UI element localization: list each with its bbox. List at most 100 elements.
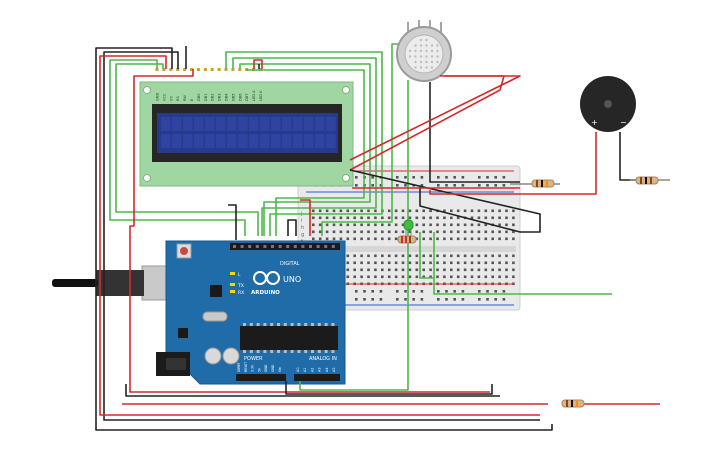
rail-hole[interactable] xyxy=(420,184,424,187)
breadboard-hole[interactable] xyxy=(353,223,356,227)
rail-hole[interactable] xyxy=(412,298,415,301)
breadboard-hole[interactable] xyxy=(505,237,508,241)
breadboard-hole[interactable] xyxy=(374,275,377,279)
lcd-pin[interactable] xyxy=(196,68,200,71)
rail-hole[interactable] xyxy=(371,176,374,179)
breadboard-hole[interactable] xyxy=(387,237,391,241)
breadboard-hole[interactable] xyxy=(394,275,398,279)
rail-hole[interactable] xyxy=(437,298,440,301)
breadboard-hole[interactable] xyxy=(436,275,439,279)
breadboard-hole[interactable] xyxy=(470,223,474,227)
digital-pin[interactable] xyxy=(233,245,236,248)
breadboard-hole[interactable] xyxy=(470,268,474,272)
breadboard-hole[interactable] xyxy=(367,216,370,220)
breadboard-hole[interactable] xyxy=(498,275,501,279)
resistor-bottom[interactable] xyxy=(561,399,585,408)
wire-red-lcd-2[interactable] xyxy=(99,55,540,416)
breadboard-hole[interactable] xyxy=(456,275,460,279)
breadboard-hole[interactable] xyxy=(505,230,508,234)
breadboard-hole[interactable] xyxy=(360,254,363,258)
digital-pin[interactable] xyxy=(309,245,312,248)
rail-hole[interactable] xyxy=(478,290,481,293)
digital-pin[interactable] xyxy=(278,245,282,248)
digital-pin[interactable] xyxy=(271,245,274,248)
breadboard-hole[interactable] xyxy=(512,275,515,279)
breadboard-hole[interactable] xyxy=(325,209,329,213)
breadboard-hole[interactable] xyxy=(477,230,481,234)
breadboard-hole[interactable] xyxy=(512,254,515,258)
breadboard-hole[interactable] xyxy=(415,216,419,220)
rail-hole[interactable] xyxy=(445,176,448,179)
lcd-pin[interactable] xyxy=(169,68,173,71)
rail-hole[interactable] xyxy=(494,176,497,179)
breadboard-hole[interactable] xyxy=(312,216,315,220)
breadboard-hole[interactable] xyxy=(381,237,384,241)
breadboard-hole[interactable] xyxy=(463,268,467,272)
breadboard-hole[interactable] xyxy=(512,216,515,220)
wire-black-lcd-gnd-2[interactable] xyxy=(287,219,297,236)
resistor-buzzer[interactable] xyxy=(635,176,659,185)
breadboard-hole[interactable] xyxy=(470,209,474,213)
breadboard-hole[interactable] xyxy=(505,223,508,227)
breadboard-hole[interactable] xyxy=(387,230,391,234)
rail-hole[interactable] xyxy=(371,290,374,293)
breadboard-hole[interactable] xyxy=(374,237,377,241)
breadboard-hole[interactable] xyxy=(332,223,336,227)
breadboard-hole[interactable] xyxy=(332,230,336,234)
breadboard-hole[interactable] xyxy=(463,237,467,241)
breadboard-hole[interactable] xyxy=(318,237,322,241)
breadboard-hole[interactable] xyxy=(491,230,494,234)
breadboard-hole[interactable] xyxy=(381,254,384,258)
wire-green-sensor-2[interactable] xyxy=(321,43,398,236)
breadboard-hole[interactable] xyxy=(429,254,432,258)
breadboard-hole[interactable] xyxy=(456,223,460,227)
breadboard-hole[interactable] xyxy=(450,216,453,220)
breadboard-hole[interactable] xyxy=(491,275,494,279)
breadboard-hole[interactable] xyxy=(477,268,481,272)
rail-hole[interactable] xyxy=(396,298,399,301)
breadboard-hole[interactable] xyxy=(484,209,488,213)
breadboard-hole[interactable] xyxy=(477,261,481,265)
breadboard-hole[interactable] xyxy=(346,261,350,265)
breadboard-hole[interactable] xyxy=(443,223,446,227)
lcd-pin[interactable] xyxy=(238,68,242,71)
rail-hole[interactable] xyxy=(478,176,481,179)
breadboard-hole[interactable] xyxy=(401,261,405,265)
breadboard-hole[interactable] xyxy=(443,261,446,265)
breadboard-hole[interactable] xyxy=(401,268,405,272)
breadboard-hole[interactable] xyxy=(422,261,425,265)
breadboard-hole[interactable] xyxy=(450,275,453,279)
breadboard-hole[interactable] xyxy=(422,223,425,227)
breadboard-hole[interactable] xyxy=(498,223,501,227)
breadboard-hole[interactable] xyxy=(408,209,412,213)
breadboard-hole[interactable] xyxy=(470,275,474,279)
breadboard-hole[interactable] xyxy=(339,230,343,234)
wire-red-sensor-2[interactable] xyxy=(349,75,505,171)
breadboard-hole[interactable] xyxy=(456,216,460,220)
breadboard-hole[interactable] xyxy=(394,230,398,234)
breadboard-hole[interactable] xyxy=(408,216,412,220)
breadboard-hole[interactable] xyxy=(463,261,467,265)
rail-hole[interactable] xyxy=(379,290,383,293)
breadboard-hole[interactable] xyxy=(339,223,343,227)
breadboard-hole[interactable] xyxy=(401,230,405,234)
breadboard-hole[interactable] xyxy=(360,268,363,272)
rail-hole[interactable] xyxy=(461,176,465,179)
breadboard-hole[interactable] xyxy=(332,216,336,220)
breadboard-hole[interactable] xyxy=(456,237,460,241)
breadboard-hole[interactable] xyxy=(318,209,322,213)
breadboard-hole[interactable] xyxy=(387,216,391,220)
rail-hole[interactable] xyxy=(363,298,366,301)
breadboard-hole[interactable] xyxy=(381,223,384,227)
breadboard-hole[interactable] xyxy=(325,216,329,220)
breadboard-hole[interactable] xyxy=(339,216,343,220)
rail-hole[interactable] xyxy=(453,298,456,301)
gas-sensor[interactable] xyxy=(396,20,452,82)
rail-hole[interactable] xyxy=(420,290,424,293)
breadboard-hole[interactable] xyxy=(436,223,439,227)
breadboard-hole[interactable] xyxy=(318,216,322,220)
rail-hole[interactable] xyxy=(486,290,489,293)
lcd-pin[interactable] xyxy=(224,68,228,71)
digital-pin[interactable] xyxy=(248,245,252,248)
